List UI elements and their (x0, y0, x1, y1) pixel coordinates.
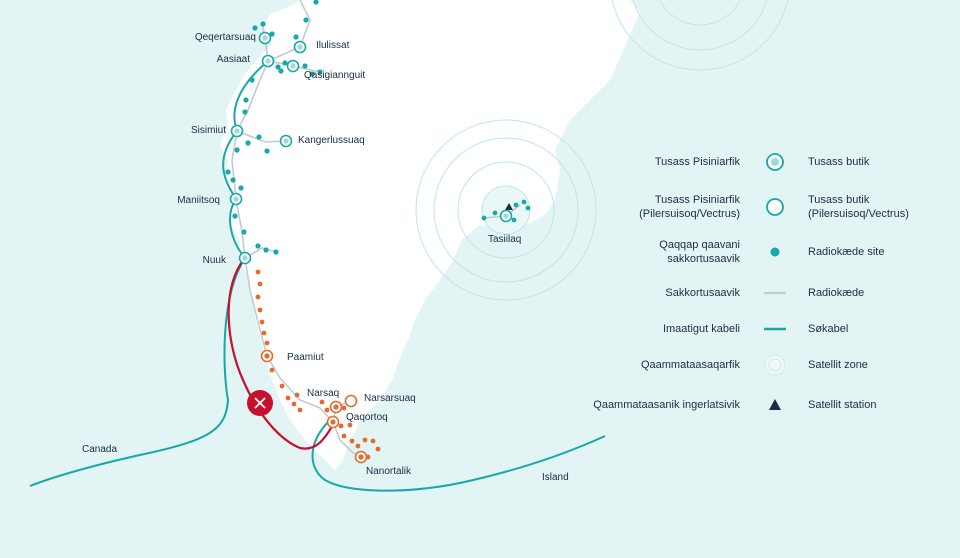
label-qasigiannguit: Qasigiannguit (304, 70, 365, 81)
radio-chain-lines (231, 0, 521, 458)
legend-left-label: Imaatigut kabeli (662, 323, 740, 335)
label-kangerlussuaq: Kangerlussuaq (298, 135, 365, 146)
shop-narsarsuaq (344, 394, 358, 408)
shop-paamiut (260, 349, 274, 363)
shop-nanortalik (354, 450, 368, 464)
shop-ring-icon (766, 153, 784, 171)
shop-tasiilaq (499, 209, 513, 223)
sea-cables (29, 60, 606, 492)
shop-maniitsoq (229, 192, 243, 206)
shop-kangerlussuaq (279, 134, 293, 148)
shop-aasiaat (261, 54, 275, 68)
label-qaqortoq: Qaqortoq (346, 412, 388, 423)
legend-right-label: Radiokæde (808, 287, 865, 299)
sea-cable-island (311, 419, 606, 492)
shops-south (260, 349, 368, 464)
label-maniitsoq: Maniitsoq (177, 195, 220, 206)
label-tasiilaq: Tasiilaq (488, 234, 521, 245)
label-narsarsuaq: Narsarsuaq (364, 393, 416, 404)
legend-right-label: Satellit zone (808, 359, 868, 371)
legend-left-label: Qaqqap qaavani sakkortusaavik (659, 239, 740, 265)
radio-sites-north (225, 0, 323, 255)
legend-right-label: Tusass butik (Pilersuisoq/Vectrus) (808, 194, 909, 220)
legend-left-label: Qaammataasanik ingerlatsivik (593, 399, 740, 411)
legend-row-sea-cable: Imaatigut kabeli Søkabel (600, 314, 960, 350)
cable-break-marker (247, 390, 273, 416)
partner-shop-ring-icon (766, 198, 784, 216)
shop-sisimiut (230, 124, 244, 138)
sea-cable-north (222, 60, 269, 259)
satellite-zone-icon (764, 354, 786, 376)
shop-qaqortoq (326, 415, 340, 429)
map-legend: Tusass Pisiniarfik Tusass butik Tusass P… (593, 0, 960, 558)
legend-row-radio-chain: Sakkortusaavik Radiokæde (600, 278, 960, 314)
label-aasiaat: Aasiaat (217, 54, 251, 65)
legend-row-radio-site: Qaqqap qaavani sakkortusaavik Radiokæde … (600, 237, 960, 273)
satellite-station-triangle-icon (769, 399, 781, 410)
shops-north (229, 31, 513, 265)
legend-row-satellite-zone: Qaammataasaqarfik Satellit zone (600, 350, 960, 386)
label-nuuk: Nuuk (203, 255, 227, 266)
legend-row-shop: Tusass Pisiniarfik Tusass butik (600, 147, 960, 183)
label-sisimiut: Sisimiut (191, 125, 226, 136)
shop-qasigiannguit (286, 59, 300, 73)
legend-right-label: Tusass butik (808, 156, 870, 168)
satellite-zone-north (611, 0, 789, 71)
shop-qeqertarsuaq (258, 31, 272, 45)
label-paamiut: Paamiut (287, 352, 324, 363)
radio-sites-south (255, 269, 381, 460)
greenland-landmass (220, 0, 640, 470)
legend-row-partner-shop: Tusass Pisiniarfik (Pilersuisoq/Vectrus)… (600, 192, 960, 228)
label-nanortalik: Nanortalik (366, 466, 412, 477)
label-qeqertarsuaq: Qeqertarsuaq (195, 32, 256, 43)
sea-cable-canada (29, 257, 246, 487)
label-island: Island (542, 472, 569, 483)
radio-sites-tasiilaq (481, 199, 531, 223)
shop-ilulissat (293, 40, 307, 54)
legend-left-label: Tusass Pisiniarfik (Pilersuisoq/Vectrus) (639, 194, 740, 220)
legend-right-label: Søkabel (808, 323, 849, 335)
legend-right-label: Satellit station (808, 399, 877, 411)
legend-row-satellite-station: Qaammataasanik ingerlatsivik Satellit st… (593, 390, 960, 426)
legend-right-label: Radiokæde site (808, 246, 885, 258)
place-labels: Qeqertarsuaq Ilulissat Aasiaat Qasigiann… (82, 32, 569, 483)
label-narsaq: Narsaq (307, 388, 339, 399)
shop-narsaq (329, 400, 343, 414)
radio-site-dot-icon (770, 247, 780, 257)
legend-left-label: Sakkortusaavik (665, 287, 740, 299)
shop-nuuk (238, 251, 252, 265)
radio-chain-line-icon (764, 291, 786, 295)
legend-left-label: Tusass Pisiniarfik (654, 156, 740, 168)
satellite-station-triangle-icon (505, 203, 513, 210)
sea-cable-line-icon (764, 327, 786, 331)
label-ilulissat: Ilulissat (316, 40, 350, 51)
label-canada: Canada (82, 444, 117, 455)
legend-left-label: Qaammataasaqarfik (640, 359, 740, 371)
